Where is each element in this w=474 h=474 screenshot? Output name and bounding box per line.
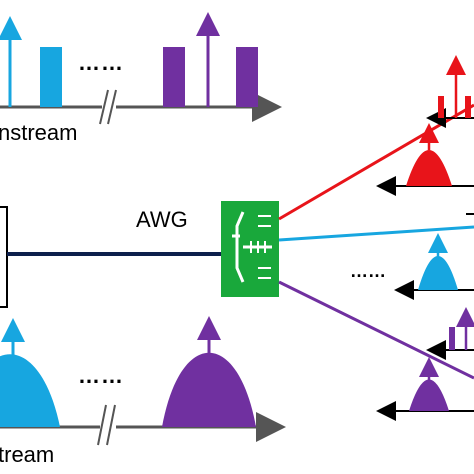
branch-fiber-blue: [278, 225, 474, 242]
purple-channel-upstream-spectrum: [426, 307, 474, 360]
red-signal-lobe: [406, 150, 452, 186]
upstream-spectrum: …… nstream: [0, 12, 282, 145]
red-signal-2: [465, 96, 471, 118]
awg-label: AWG: [136, 207, 188, 232]
right-ellipsis: ……: [350, 261, 386, 281]
upstream-ellipsis: ……: [78, 50, 124, 75]
downstream-label: tream: [0, 442, 54, 467]
upstream-signal-purple-1: [163, 47, 185, 107]
upstream-signal-purple-2: [236, 47, 258, 107]
red-channel-downstream-spectrum: [376, 123, 474, 196]
awg-device: [221, 201, 279, 297]
purple-signal-1: [449, 327, 455, 350]
upstream-signal-blue: [40, 47, 62, 107]
red-signal-1: [438, 96, 444, 118]
upstream-axis-break-icon: [99, 89, 117, 125]
purple-signal-lobe: [409, 379, 449, 411]
upstream-label: nstream: [0, 120, 77, 145]
blue-channel-spectrum: ……: [350, 233, 474, 300]
purple-channel-downstream-spectrum: [376, 357, 474, 421]
downstream-spectrum: …… tream: [0, 316, 286, 467]
downstream-signal-purple: [162, 352, 256, 427]
red-channel-upstream-spectrum: [426, 55, 474, 128]
branch-fiber-purple: [278, 280, 474, 380]
downstream-axis-break-icon: [97, 404, 116, 446]
downstream-ellipsis: ……: [78, 363, 124, 388]
downstream-signal-blue: [0, 354, 60, 427]
blue-signal-lobe: [418, 256, 458, 290]
fiber-link: AWG: [0, 206, 221, 308]
branch-fiber-red: [278, 103, 474, 221]
transmitter-box: [0, 206, 8, 308]
